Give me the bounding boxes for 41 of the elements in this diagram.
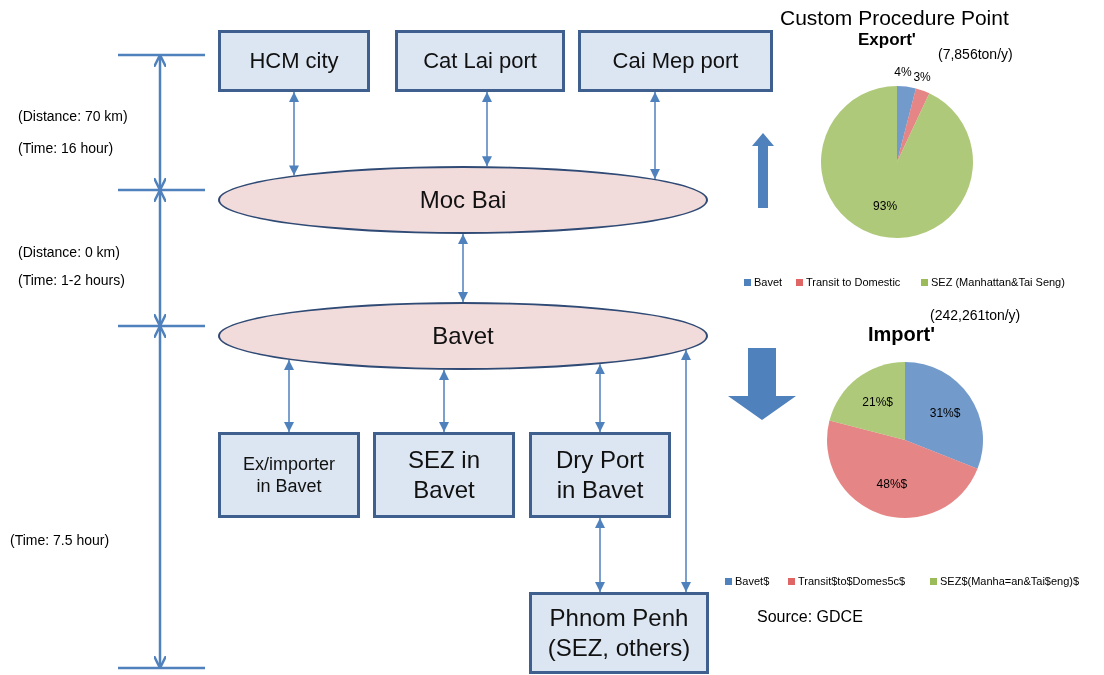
data-label: 3%	[913, 69, 931, 84]
data-label: 4%	[894, 65, 912, 79]
note-text: (242,261ton/y)	[930, 307, 1021, 323]
arrow	[681, 349, 691, 593]
location-ellipse: Bavet	[218, 302, 708, 370]
arrow	[650, 91, 660, 180]
process-box: Cat Lai port	[395, 30, 565, 92]
location-ellipse: Moc Bai	[218, 166, 708, 234]
arrow	[595, 363, 605, 433]
note-text: (Time: 7.5 hour)	[10, 532, 110, 548]
note-text: (7,856ton/y)	[938, 46, 1013, 62]
data-label: 48%$	[876, 476, 908, 491]
data-label: 93%	[873, 198, 898, 213]
legend-label: Bavet	[754, 276, 783, 288]
legend-label: SEZ (Manhattan&Tai Seng)	[931, 276, 1065, 288]
note-text: (Distance: 0 km)	[18, 244, 120, 260]
legend-label: SEZ$(Manha=an&Tai$eng)$	[940, 575, 1080, 587]
arrow	[284, 359, 294, 433]
chart-title: Import'	[868, 323, 935, 346]
process-box: Phnom Penh (SEZ, others)	[529, 592, 709, 674]
process-box: Ex/importer in Bavet	[218, 432, 360, 518]
chart-title: Export'	[858, 30, 916, 50]
arrow	[289, 91, 299, 177]
legend-label: Transit$to$Domes5c$	[798, 575, 906, 587]
data-label: 21%$	[862, 395, 893, 409]
arrow	[458, 233, 468, 303]
process-box: Cai Mep port	[578, 30, 773, 92]
process-box: SEZ in Bavet	[373, 432, 515, 518]
note-text: (Time: 16 hour)	[18, 140, 114, 156]
note-text: Source: GDCE	[757, 608, 863, 626]
legend-label: Transit to Domestic	[806, 276, 901, 288]
note-text: (Distance: 70 km)	[18, 108, 128, 124]
legend-label: Bavet$	[735, 575, 770, 587]
process-box: Dry Port in Bavet	[529, 432, 671, 518]
process-box: HCM city	[218, 30, 370, 92]
arrow	[439, 369, 449, 433]
note-text: (Time: 1-2 hours)	[18, 272, 125, 288]
arrow	[595, 517, 605, 593]
chart-title: Custom Procedure Point	[780, 6, 1009, 30]
arrow	[482, 91, 492, 167]
data-label: 31%$	[929, 405, 961, 420]
